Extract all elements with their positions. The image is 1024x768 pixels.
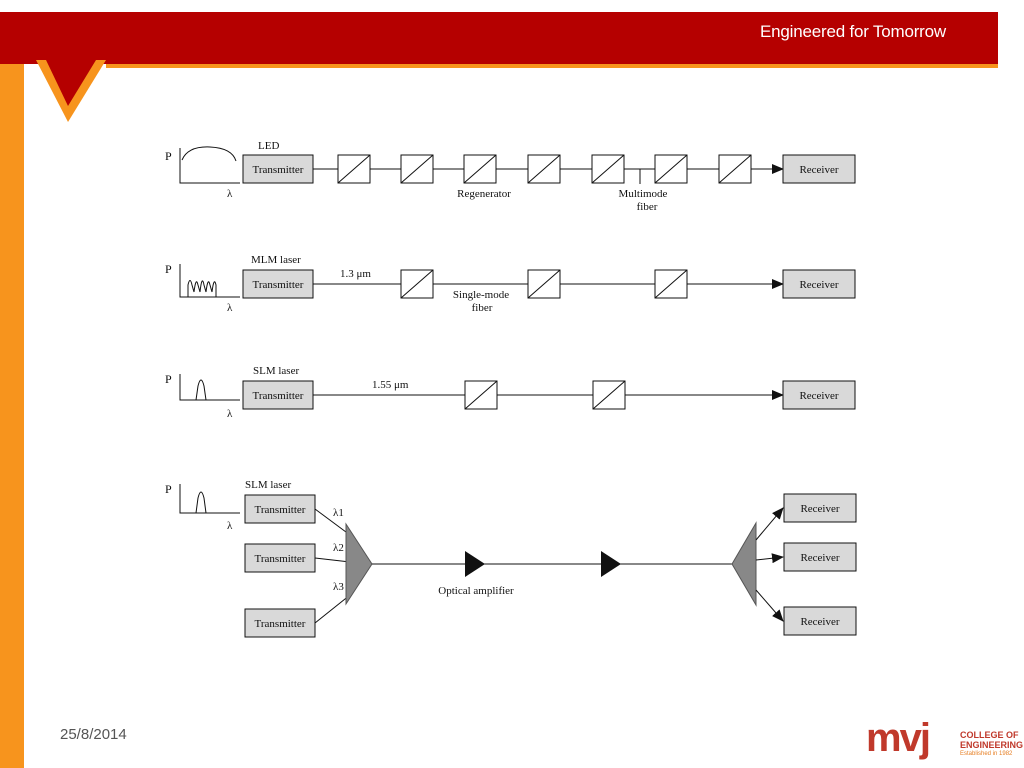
regenerator-box [718,154,752,184]
transmitter-box: Transmitter [242,154,314,184]
regenerator-box [654,269,688,299]
transmitter-box: Transmitter [244,543,316,573]
lambda3-label: λ3 [333,581,344,593]
logo-line-1: COLLEGE OF [960,730,1019,740]
spectrum-led: P λ [165,146,240,200]
transmitter-box: Transmitter [242,269,314,299]
fiber-label-2: fiber [637,201,658,213]
spectrum-slm: P λ [165,372,240,420]
transmitter-label: Transmitter [253,164,304,176]
regenerators [400,269,688,299]
receiver-label: Receiver [800,503,839,515]
header-band [0,12,998,122]
fiber-label-1: Single-mode [453,289,509,301]
axis-p-label: P [165,372,172,386]
spectrum-mlm: P λ [165,262,240,314]
regenerator-box [337,154,371,184]
college-logo: mvj COLLEGE OF ENGINEERING Established i… [866,716,1024,766]
receiver-label: Receiver [800,616,839,628]
axis-lambda-label: λ [227,520,233,532]
axis-p-label: P [165,262,172,276]
regenerator-box [654,154,688,184]
source-label: SLM laser [245,479,291,491]
source-label: LED [258,140,279,152]
receiver-box: Receiver [782,269,856,299]
receiver-label: Receiver [799,164,838,176]
regenerator-box [591,154,625,184]
receiver-box: Receiver [782,154,856,184]
multiplexer [345,522,373,606]
wavelength-label: 1.3 μm [340,268,371,280]
transmitter-box: Transmitter [244,494,316,524]
receiver-label: Receiver [799,390,838,402]
transmitter-box: Transmitter [244,608,316,638]
fiber-label-1: Multimode [619,188,668,200]
row-led: P λ LED Transmitter Regenerator [165,140,856,213]
regenerator-box [463,154,497,184]
receiver-box: Receiver [783,542,857,572]
row-mlm: P λ MLM laser Transmitter 1.3 μm Single-… [165,254,856,314]
wavelength-label: 1.55 μm [372,379,409,391]
axis-p-label: P [165,149,172,163]
spectrum-wdm: P λ [165,482,240,532]
transmitter-label: Transmitter [255,504,306,516]
receiver-box: Receiver [783,493,857,523]
transmitter-label: Transmitter [255,618,306,630]
demultiplexer [731,521,757,607]
regenerator-box [400,269,434,299]
axis-lambda-label: λ [227,408,233,420]
axis-p-label: P [165,482,172,496]
source-label: MLM laser [251,254,301,266]
logo-line-2: ENGINEERING [960,740,1024,750]
row-wdm: P λ SLM laser Transmitter Transmitter Tr… [165,479,857,638]
regenerator-box [527,154,561,184]
logo-line-3: Established in 1982 [960,751,1013,757]
regenerator-box [592,380,626,410]
optical-amplifier [601,551,621,577]
fiber-label-2: fiber [472,302,493,314]
footer-date: 25/8/2014 [60,726,127,743]
header-tagline: Engineered for Tomorrow [760,22,946,41]
amplifier-label: Optical amplifier [438,585,514,597]
logo-mark: mvj [866,716,931,760]
regenerator-box [400,154,434,184]
regenerator-label: Regenerator [457,188,511,200]
transmitter-label: Transmitter [255,553,306,565]
receiver-box: Receiver [783,606,857,636]
regenerators [464,380,626,410]
source-label: SLM laser [253,365,299,377]
receiver-label: Receiver [800,552,839,564]
regenerator-box [527,269,561,299]
lambda2-label: λ2 [333,542,344,554]
left-orange-bar [0,64,24,768]
transmitter-box: Transmitter [242,380,314,410]
optical-amplifier [465,551,485,577]
receiver-box: Receiver [782,380,856,410]
transmitter-label: Transmitter [253,279,304,291]
lambda1-label: λ1 [333,507,344,519]
axis-lambda-label: λ [227,188,233,200]
axis-lambda-label: λ [227,302,233,314]
transmitter-label: Transmitter [253,390,304,402]
receiver-label: Receiver [799,279,838,291]
regenerators [337,154,752,184]
row-slm: P λ SLM laser Transmitter 1.55 μm Receiv… [165,365,856,420]
regenerator-box [464,380,498,410]
